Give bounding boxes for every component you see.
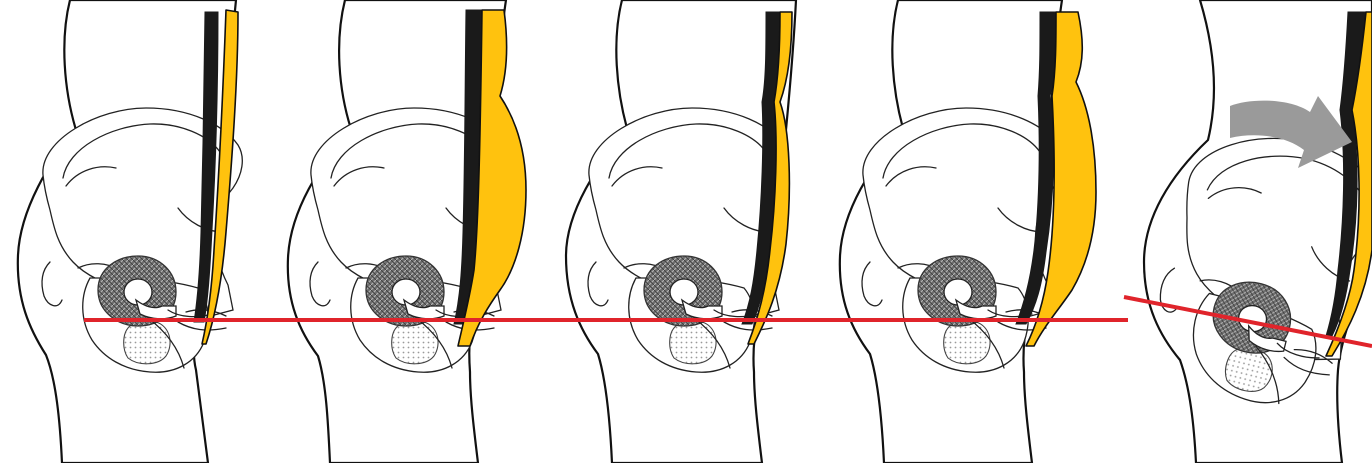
panel-1 bbox=[18, 0, 242, 463]
panel-4 bbox=[840, 0, 1096, 463]
panel-2 bbox=[288, 0, 526, 463]
panel-3 bbox=[566, 0, 796, 463]
panel-5 bbox=[1140, 0, 1372, 463]
